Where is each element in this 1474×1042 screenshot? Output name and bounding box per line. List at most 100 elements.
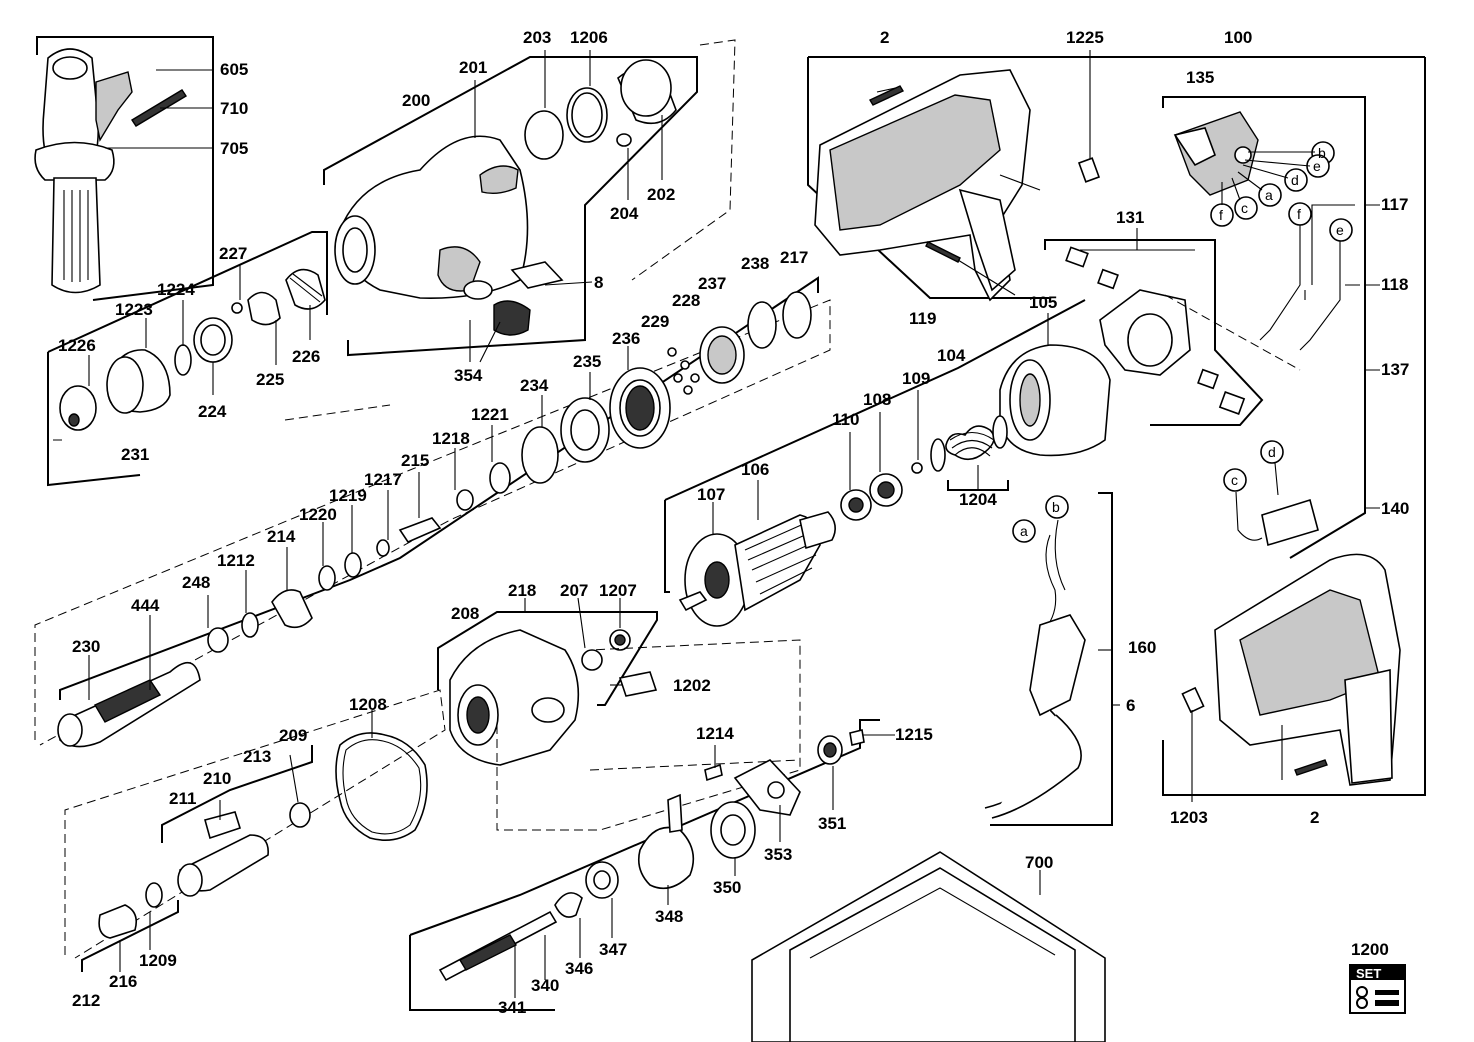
part-label-229: 229 xyxy=(641,312,669,331)
part-label-8: 8 xyxy=(594,273,603,292)
seal-group xyxy=(335,710,428,841)
part-label-135: 135 xyxy=(1186,68,1214,87)
wire-letter-a: a xyxy=(1265,187,1273,203)
wire-letter-a-160: a xyxy=(1020,523,1028,539)
part-label-1207: 1207 xyxy=(599,581,637,600)
switch-group xyxy=(1162,96,1380,559)
part-label-230: 230 xyxy=(72,637,100,656)
part-label-1226: 1226 xyxy=(58,336,96,355)
part-label-203: 203 xyxy=(523,28,551,47)
part-label-109: 109 xyxy=(902,369,930,388)
part-label-1220: 1220 xyxy=(299,505,337,524)
part-label-117: 117 xyxy=(1381,195,1408,214)
part-label-201: 201 xyxy=(459,58,487,77)
part-label-110: 110 xyxy=(832,410,859,429)
part-label-228: 228 xyxy=(672,291,700,310)
set-badge-text: SET xyxy=(1356,966,1381,981)
gear-housing-group xyxy=(323,39,736,363)
part-label-225: 225 xyxy=(256,370,284,389)
part-label-208: 208 xyxy=(451,604,479,623)
part-label-237: 237 xyxy=(698,274,726,293)
part-label-346: 346 xyxy=(565,959,593,978)
wire-letter-c-140: c xyxy=(1231,472,1238,488)
part-label-1209: 1209 xyxy=(139,951,177,970)
part-label-351: 351 xyxy=(818,814,846,833)
part-label-160: 160 xyxy=(1128,638,1156,657)
part-label-137: 137 xyxy=(1381,360,1409,379)
part-label-211: 211 xyxy=(169,789,196,808)
part-label-354: 354 xyxy=(454,366,483,385)
part-label-226: 226 xyxy=(292,347,320,366)
motor-housing-group xyxy=(807,50,1426,796)
wire-letter-e-118: e xyxy=(1336,222,1344,238)
part-label-248: 248 xyxy=(182,573,210,592)
intermediate-shaft-group xyxy=(409,719,895,1011)
part-label-105: 105 xyxy=(1029,293,1057,312)
part-label-224: 224 xyxy=(198,402,227,421)
wire-letter-f: f xyxy=(1219,207,1223,223)
part-label-210: 210 xyxy=(203,769,231,788)
set-badge: SET xyxy=(1349,964,1406,1014)
part-label-108: 108 xyxy=(863,390,891,409)
part-label-705: 705 xyxy=(220,139,248,158)
part-label-119: 119 xyxy=(909,309,936,328)
part-label-227: 227 xyxy=(219,244,247,263)
part-label-2-bottom: 2 xyxy=(1310,808,1319,827)
part-label-347: 347 xyxy=(599,940,627,959)
wire-letter-b: b xyxy=(1318,145,1326,161)
part-label-348: 348 xyxy=(655,907,683,926)
part-label-213: 213 xyxy=(243,747,271,766)
part-label-207: 207 xyxy=(560,581,588,600)
part-label-1223: 1223 xyxy=(115,300,153,319)
part-label-1208: 1208 xyxy=(349,695,387,714)
part-label-444: 444 xyxy=(131,596,160,615)
spindle-group xyxy=(34,276,831,748)
brush-holder-group xyxy=(1044,228,1301,426)
part-label-234: 234 xyxy=(520,376,549,395)
part-label-1217: 1217 xyxy=(364,470,402,489)
armature-group xyxy=(678,480,836,627)
rear-housing-group xyxy=(1181,553,1401,802)
wire-letter-d: d xyxy=(1291,172,1299,188)
wire-letter-c: c xyxy=(1241,200,1248,216)
part-label-1206: 1206 xyxy=(570,28,608,47)
part-label-104: 104 xyxy=(937,346,966,365)
part-label-700: 700 xyxy=(1025,853,1053,872)
part-label-340: 340 xyxy=(531,976,559,995)
wire-letter-d-140: d xyxy=(1268,444,1276,460)
part-label-1224: 1224 xyxy=(157,280,195,299)
wire-letter-b-160: b xyxy=(1052,499,1060,515)
part-label-1214: 1214 xyxy=(696,724,734,743)
part-label-1203: 1203 xyxy=(1170,808,1208,827)
part-label-212: 212 xyxy=(72,991,100,1010)
part-label-1200: 1200 xyxy=(1351,940,1389,959)
wire-letter-f-117: f xyxy=(1297,206,1301,222)
part-label-236: 236 xyxy=(612,329,640,348)
part-label-216: 216 xyxy=(109,972,137,991)
part-label-217: 217 xyxy=(780,248,808,267)
carry-case-group xyxy=(751,851,1106,1042)
part-label-131: 131 xyxy=(1116,208,1144,227)
front-clutch-group xyxy=(47,231,328,487)
part-label-341: 341 xyxy=(498,998,526,1017)
part-label-350: 350 xyxy=(713,878,741,897)
tool-holder-group xyxy=(64,689,446,972)
part-label-204: 204 xyxy=(610,204,639,223)
part-label-1204: 1204 xyxy=(959,490,997,509)
part-label-235: 235 xyxy=(573,352,601,371)
part-label-1215: 1215 xyxy=(895,725,933,744)
part-label-200: 200 xyxy=(402,91,430,110)
cable-group xyxy=(984,492,1120,826)
part-label-209: 209 xyxy=(279,726,307,745)
part-label-710: 710 xyxy=(220,99,248,118)
part-label-231: 231 xyxy=(121,445,149,464)
part-label-218: 218 xyxy=(508,581,536,600)
part-label-1221: 1221 xyxy=(471,405,509,424)
side-handle-group xyxy=(34,36,214,301)
wire-letter-e: e xyxy=(1313,158,1321,174)
part-label-6: 6 xyxy=(1126,696,1135,715)
part-label-107: 107 xyxy=(697,485,725,504)
gearbox-group xyxy=(437,597,801,831)
part-label-2-top: 2 xyxy=(880,28,889,47)
